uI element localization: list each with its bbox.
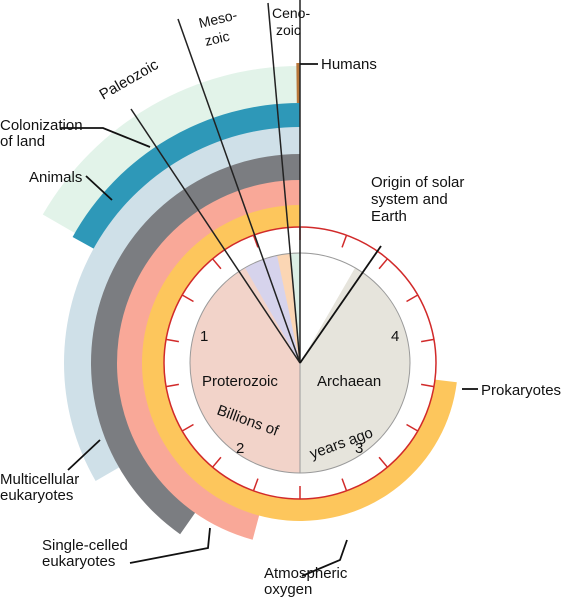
origin-leader (299, 245, 382, 364)
archaean-label: Archaean (317, 373, 381, 390)
clock-tick (341, 478, 348, 492)
clock-tick (406, 294, 419, 303)
paleozoic-label: Paleozoic (97, 56, 162, 103)
atmospheric-oxygen-label-line2: oxygen (264, 581, 312, 598)
single-celled-leader (129, 527, 211, 564)
paleozoic-boundary-line (130, 108, 301, 364)
atmospheric-oxygen-band (117, 180, 300, 540)
single-celled-label-line2: eukaryotes (42, 553, 115, 570)
clock-tick (341, 234, 348, 248)
mesozoic-label-line1: Meso- (197, 7, 239, 31)
clock-tick (165, 383, 179, 388)
animals-leader (85, 175, 113, 201)
clock-tick (212, 456, 222, 468)
humans-label: Humans (321, 56, 377, 73)
atmospheric-oxygen-label-line1: Atmospheric (264, 565, 348, 582)
colonization-label-line2: of land (0, 133, 45, 150)
single-celled-label-line1: Single-celled (42, 537, 128, 554)
scale-number-2: 2 (236, 440, 244, 457)
colonization-leader (60, 127, 151, 148)
colonization-label-line1: Colonization (0, 117, 83, 134)
clock-tick (421, 338, 435, 343)
eon-sectors (190, 253, 410, 473)
clock-tick (181, 423, 194, 432)
atmospheric-oxygen-leader (301, 539, 348, 577)
origin-label-line2: system and (371, 191, 448, 208)
prokaryotes-label: Prokaryotes (481, 382, 561, 399)
mesozoic-sector (277, 253, 300, 363)
multicellular-label-line1: Multicellular (0, 471, 79, 488)
clock-tick (406, 423, 419, 432)
multicellular-eukaryotes-band (64, 127, 301, 481)
clock-tick (378, 258, 388, 270)
scale-number-1: 1 (200, 328, 208, 345)
clock-tick (252, 478, 259, 492)
clock-tick (212, 258, 222, 270)
mesozoic-boundary-line (177, 18, 301, 364)
clock-tick (378, 456, 388, 468)
cenozoic-label-line2: zoic (276, 22, 301, 38)
cenozoic-label-line1: Ceno- (272, 5, 310, 21)
animals-label: Animals (29, 169, 82, 186)
hadean-sector (300, 253, 355, 363)
annotation-leader-lines (60, 63, 478, 577)
scale-number-4: 4 (391, 328, 399, 345)
origin-label-line1: Origin of solar (371, 174, 464, 191)
clock-tick (421, 383, 435, 388)
humans-band (296, 63, 300, 104)
clock-tick (252, 234, 259, 248)
life-bands (42, 63, 457, 540)
scale-number-3: 3 (355, 440, 363, 457)
mesozoic-label-line2: zoic (203, 28, 231, 49)
clock-tick (165, 338, 179, 343)
paleozoic-sector (245, 255, 300, 363)
archaean-sector (300, 267, 410, 473)
era-boundary-lines (130, 0, 301, 364)
origin-label-line3: Earth (371, 208, 407, 225)
cenozoic-boundary-line (267, 2, 301, 364)
clock-ticks (165, 227, 435, 499)
multicellular-label-line2: eukaryotes (0, 487, 73, 504)
multicellular-leader (67, 439, 101, 471)
clock-tick (181, 294, 194, 303)
proterozoic-label: Proterozoic (202, 373, 278, 390)
